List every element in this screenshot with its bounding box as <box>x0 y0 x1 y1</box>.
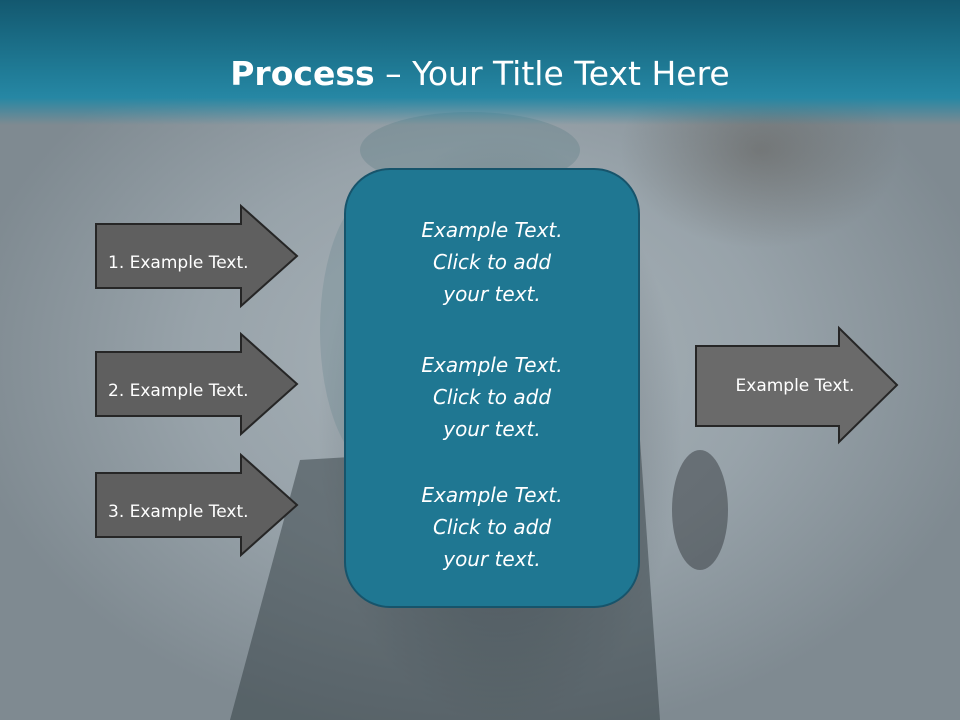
process-arrow-1[interactable]: 1. Example Text. <box>95 198 299 314</box>
arrow-shape-icon <box>95 203 299 309</box>
result-arrow[interactable]: Example Text. <box>695 325 899 445</box>
result-arrow-label: Example Text. <box>735 376 855 396</box>
process-arrow-2[interactable]: 2. Example Text. <box>95 326 299 442</box>
arrow-shape-icon <box>95 331 299 437</box>
arrow-label-2: 2. Example Text. <box>108 381 249 401</box>
title-bar: Process – Your Title Text Here <box>0 0 960 125</box>
center-text-2: Example Text. Click to add your text. <box>421 353 563 441</box>
center-text-3: Example Text. Click to add your text. <box>421 483 563 571</box>
arrow-label-1: 1. Example Text. <box>108 253 249 273</box>
center-text-1: Example Text. Click to add your text. <box>421 218 563 306</box>
process-arrow-3[interactable]: 3. Example Text. <box>95 447 299 563</box>
arrow-shape-icon <box>695 325 899 445</box>
arrow-label-3: 3. Example Text. <box>108 502 249 522</box>
title-rest: – Your Title Text Here <box>374 54 730 93</box>
title-bold: Process <box>230 54 375 93</box>
center-text-box[interactable]: Example Text. Click to add your text. Ex… <box>344 168 640 608</box>
arrow-shape-icon <box>95 452 299 558</box>
slide-title: Process – Your Title Text Here <box>0 52 960 96</box>
